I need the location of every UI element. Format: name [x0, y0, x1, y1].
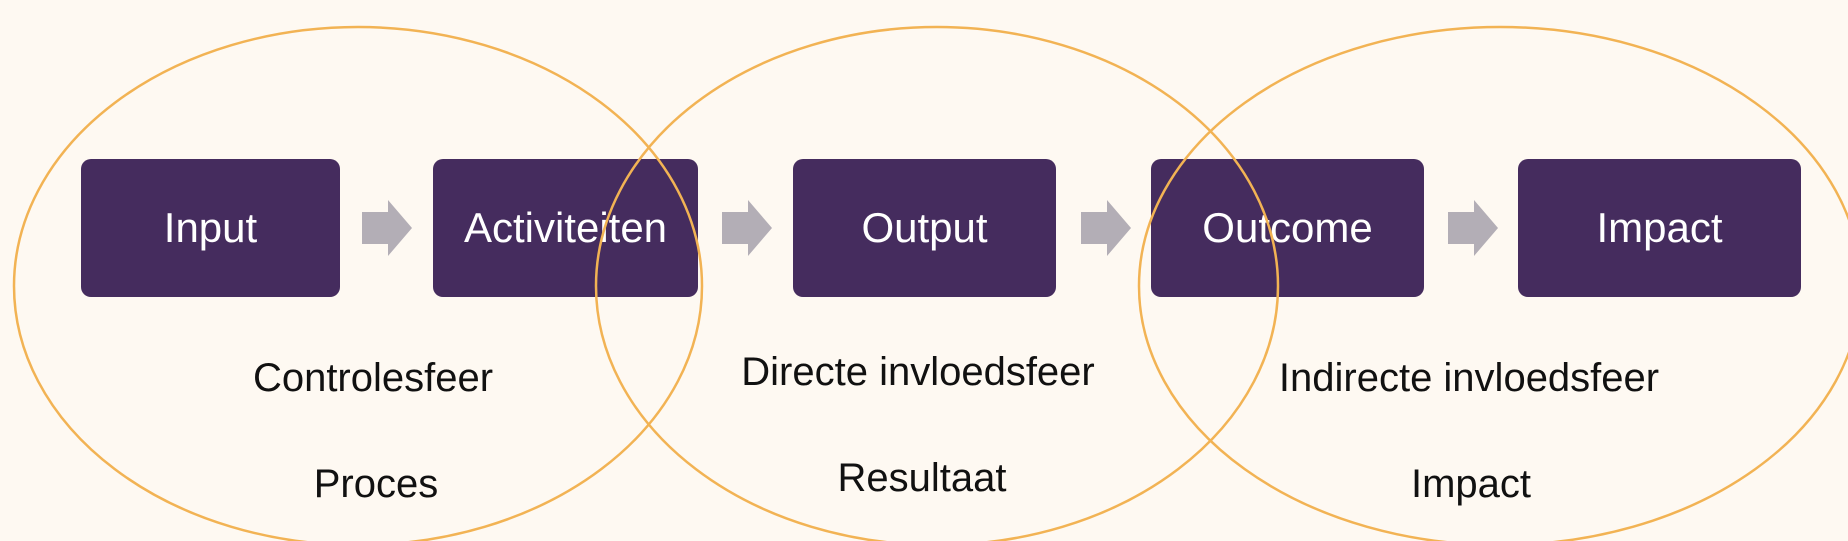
- arrow-right-icon: [722, 200, 772, 256]
- step-label-outcome: Outcome: [1202, 204, 1373, 251]
- arrow-right-icon: [362, 200, 412, 256]
- step-box-outcome: Outcome: [1151, 159, 1424, 297]
- step-label-output: Output: [861, 204, 988, 251]
- step-box-activiteiten: Activiteiten: [433, 159, 698, 297]
- step-label-input: Input: [163, 204, 258, 251]
- step-label-impact: Impact: [1596, 204, 1723, 251]
- sphere-label-directe-invloedsfeer: Directe invloedsfeer: [741, 350, 1095, 394]
- category-label-impact: Impact: [1410, 462, 1532, 506]
- sphere-label-controlesfeer: Controlesfeer: [252, 356, 494, 400]
- category-label-proces: Proces: [313, 462, 439, 506]
- arrow-right-icon: [1448, 200, 1498, 256]
- step-box-impact: Impact: [1518, 159, 1801, 297]
- sphere-label-indirecte-invloedsfeer: Indirecte invloedsfeer: [1278, 356, 1660, 400]
- step-box-output: Output: [793, 159, 1056, 297]
- step-box-input: Input: [81, 159, 340, 297]
- step-label-activiteiten: Activiteiten: [463, 204, 668, 251]
- arrow-right-icon: [1081, 200, 1131, 256]
- category-label-resultaat: Resultaat: [837, 456, 1007, 500]
